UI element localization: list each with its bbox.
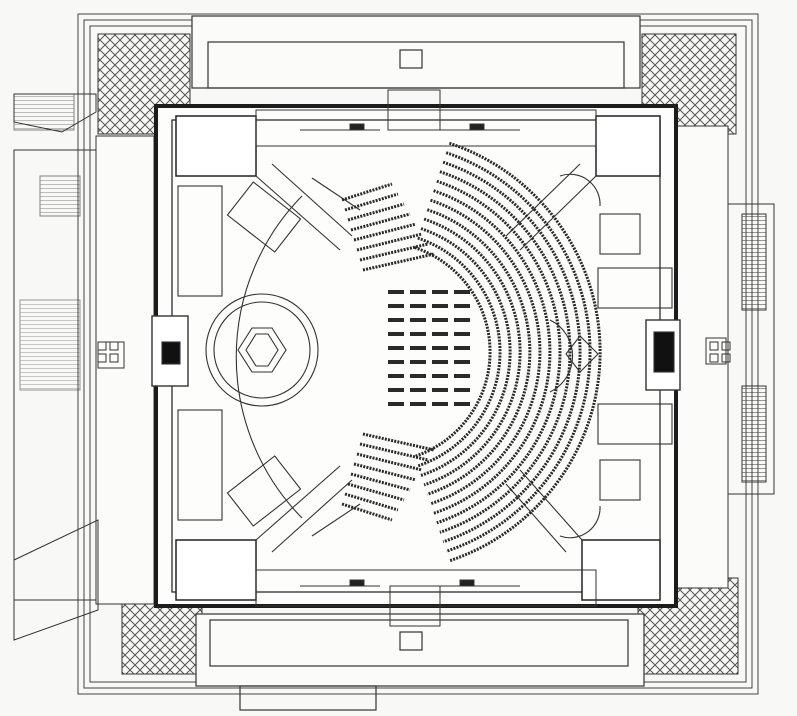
seat-group bbox=[410, 360, 426, 364]
seat-group bbox=[388, 388, 404, 392]
seat-row bbox=[350, 212, 411, 232]
left-wing bbox=[13, 93, 155, 641]
seat-group bbox=[454, 346, 470, 350]
seat-row bbox=[359, 242, 429, 262]
seat-row bbox=[433, 189, 552, 515]
seat-group bbox=[454, 374, 470, 378]
seat-group bbox=[432, 346, 448, 350]
seat-row bbox=[350, 472, 411, 492]
seat-row bbox=[347, 202, 405, 222]
seat-row bbox=[341, 182, 393, 202]
seat-group bbox=[388, 374, 404, 378]
left-foyer bbox=[151, 177, 361, 537]
right-stage bbox=[549, 173, 681, 539]
seat-row bbox=[436, 179, 562, 525]
seat-group bbox=[432, 360, 448, 364]
seat-group bbox=[432, 402, 448, 406]
seat-group bbox=[388, 360, 404, 364]
seat-row bbox=[353, 462, 417, 482]
seat-row bbox=[414, 246, 492, 458]
seat-group bbox=[454, 332, 470, 336]
seat-group bbox=[432, 332, 448, 336]
grid-marker-icon bbox=[97, 341, 731, 363]
seat-group bbox=[410, 374, 426, 378]
seat-row bbox=[439, 170, 572, 534]
seat-group bbox=[410, 388, 426, 392]
seat-row bbox=[420, 227, 512, 477]
main-hall-walls bbox=[154, 104, 678, 608]
elevator-icon bbox=[161, 341, 181, 365]
seat-group bbox=[388, 290, 404, 294]
auditorium-seating bbox=[341, 141, 602, 563]
seat-row bbox=[356, 452, 423, 472]
seat-row bbox=[445, 151, 592, 553]
seat-row bbox=[344, 192, 399, 212]
seat-group bbox=[388, 318, 404, 322]
seat-row bbox=[353, 222, 417, 242]
seat-group bbox=[454, 318, 470, 322]
seat-row bbox=[448, 141, 602, 563]
seat-row bbox=[423, 217, 522, 487]
seat-row bbox=[362, 432, 435, 452]
stair-icon bbox=[741, 213, 767, 311]
seat-row bbox=[356, 232, 423, 252]
seat-group bbox=[410, 346, 426, 350]
bottom-lobby bbox=[255, 569, 597, 627]
seat-group bbox=[388, 332, 404, 336]
top-plaza bbox=[191, 15, 641, 89]
seat-group bbox=[454, 304, 470, 308]
seat-group bbox=[432, 374, 448, 378]
seat-row bbox=[359, 442, 429, 462]
seat-group bbox=[388, 402, 404, 406]
seat-group bbox=[454, 360, 470, 364]
seat-row bbox=[442, 160, 582, 544]
seat-group bbox=[432, 318, 448, 322]
seat-row bbox=[426, 208, 532, 496]
seat-row bbox=[344, 492, 399, 512]
seat-group bbox=[432, 388, 448, 392]
seat-group bbox=[454, 388, 470, 392]
top-lobby bbox=[255, 89, 597, 147]
seat-group bbox=[410, 332, 426, 336]
seat-group bbox=[454, 402, 470, 406]
central-seat-block bbox=[388, 290, 470, 406]
seat-group bbox=[410, 290, 426, 294]
seat-group bbox=[410, 304, 426, 308]
seat-group bbox=[388, 346, 404, 350]
foyer-rotunda bbox=[205, 293, 319, 407]
seat-group bbox=[454, 290, 470, 294]
seat-row bbox=[347, 482, 405, 502]
seat-group bbox=[432, 290, 448, 294]
seat-row bbox=[341, 502, 393, 522]
seat-group bbox=[388, 304, 404, 308]
seat-group bbox=[410, 402, 426, 406]
seat-group bbox=[410, 318, 426, 322]
seat-row bbox=[362, 252, 435, 272]
seat-group bbox=[432, 304, 448, 308]
seat-row bbox=[430, 198, 542, 506]
